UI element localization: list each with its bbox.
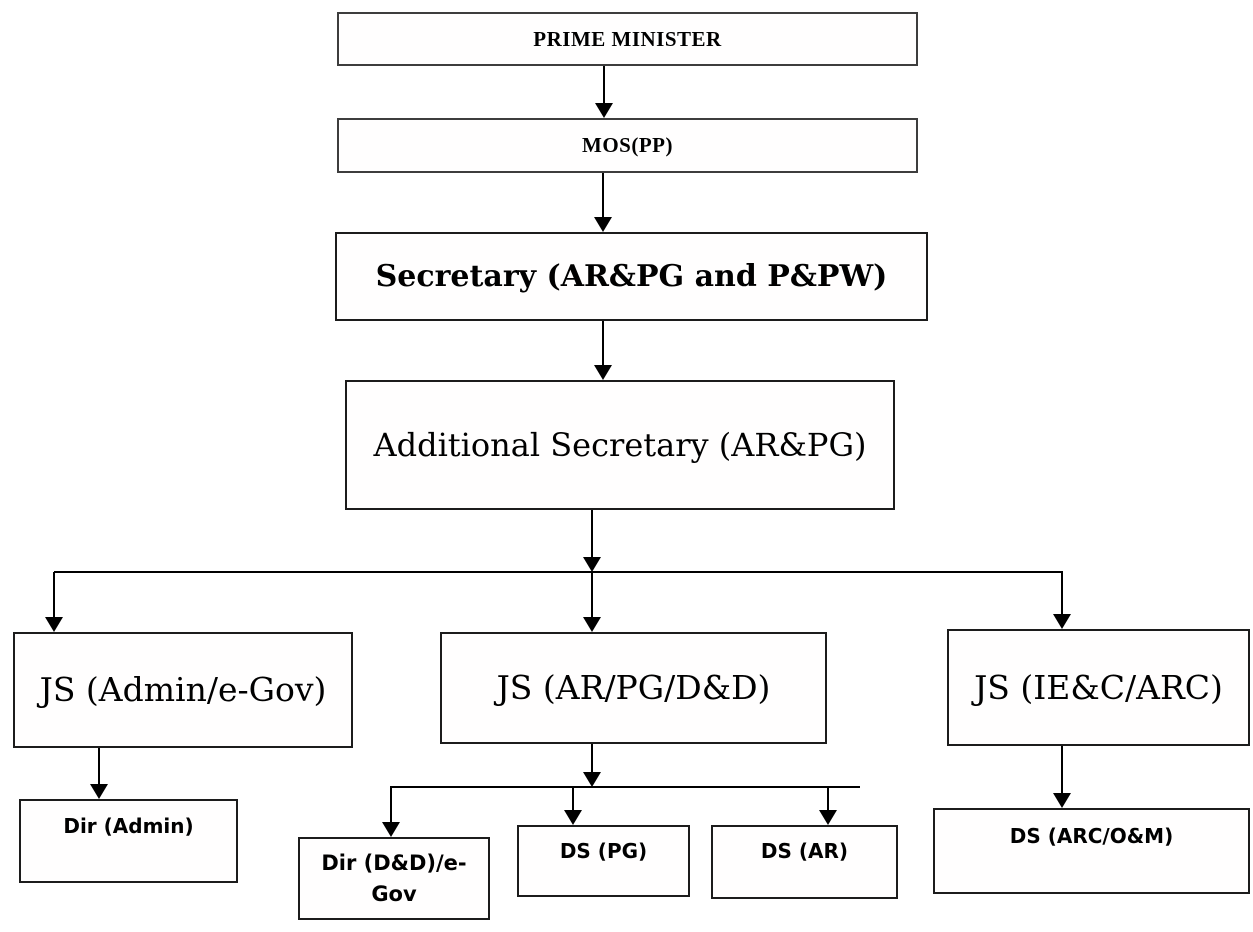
- connector-split-js-iec-line: [1061, 572, 1063, 616]
- node-js-iec-arc-label: JS (IE&C/ARC): [974, 667, 1223, 707]
- node-mos-pp: MOS(PP): [337, 118, 918, 173]
- connector-jsarpgdd-split-arrowhead: [583, 772, 601, 787]
- connector-pm-mos-line: [603, 66, 605, 104]
- connector-split-js-arpgdd-arrowhead: [583, 617, 601, 632]
- node-ds-arc-om: DS (ARC/O&M): [933, 808, 1250, 894]
- connector-mos-secretary-line: [602, 173, 604, 219]
- connector-secretary-addsec-line: [602, 321, 604, 367]
- connector-split-js-arpgdd-line: [591, 572, 593, 619]
- connector-jsarpgdd-split-line: [591, 744, 593, 774]
- connector-addsec-split-line: [591, 510, 593, 558]
- connector-split-dsar-line: [827, 787, 829, 812]
- node-js-admin-egov: JS (Admin/e-Gov): [13, 632, 353, 748]
- split-bar-jsarpgdd: [390, 786, 860, 788]
- node-additional-secretary-arpg: Additional Secretary (AR&PG): [345, 380, 895, 510]
- node-ds-pg-label: DS (PG): [559, 839, 648, 863]
- connector-pm-mos-arrowhead: [595, 103, 613, 118]
- node-ds-arc-om-label: DS (ARC/O&M): [1009, 824, 1174, 848]
- connector-jsiec-dsarc-line: [1061, 746, 1063, 795]
- connector-split-dsar-arrowhead: [819, 810, 837, 825]
- node-dir-dd-egov-label: Dir (D&D)/e-Gov: [321, 851, 467, 906]
- node-ds-ar: DS (AR): [711, 825, 898, 899]
- node-mos-pp-label: MOS(PP): [582, 133, 673, 158]
- node-prime-minister-label: PRIME MINISTER: [533, 26, 722, 51]
- node-ds-ar-label: DS (AR): [760, 839, 849, 863]
- connector-split-js-admin-line: [53, 572, 55, 619]
- node-dir-admin: Dir (Admin): [19, 799, 238, 883]
- node-js-ar-pg-dd: JS (AR/PG/D&D): [440, 632, 827, 744]
- node-js-ar-pg-dd-label: JS (AR/PG/D&D): [496, 668, 771, 708]
- connector-addsec-split-arrowhead: [583, 557, 601, 572]
- connector-mos-secretary-arrowhead: [594, 217, 612, 232]
- connector-jsiec-dsarc-arrowhead: [1053, 793, 1071, 808]
- node-secretary-label: Secretary (AR&PG and P&PW): [375, 258, 888, 294]
- node-js-iec-arc: JS (IE&C/ARC): [947, 629, 1250, 746]
- connector-secretary-addsec-arrowhead: [594, 365, 612, 380]
- connector-split-js-admin-arrowhead: [45, 617, 63, 632]
- node-ds-pg: DS (PG): [517, 825, 690, 897]
- connector-split-dirdd-line: [390, 787, 392, 824]
- connector-jsadmin-diradmin-arrowhead: [90, 784, 108, 799]
- connector-split-dirdd-arrowhead: [382, 822, 400, 837]
- node-dir-admin-label: Dir (Admin): [63, 814, 194, 838]
- connector-split-dspg-arrowhead: [564, 810, 582, 825]
- connector-split-dspg-line: [572, 787, 574, 812]
- split-bar-level5: [54, 571, 1063, 573]
- connector-split-js-iec-arrowhead: [1053, 614, 1071, 629]
- node-secretary-arpg-ppw: Secretary (AR&PG and P&PW): [335, 232, 928, 321]
- node-dir-dd-egov: Dir (D&D)/e-Gov: [298, 837, 490, 920]
- node-additional-secretary-label: Additional Secretary (AR&PG): [373, 426, 867, 464]
- node-prime-minister: PRIME MINISTER: [337, 12, 918, 66]
- node-js-admin-egov-label: JS (Admin/e-Gov): [39, 670, 327, 710]
- connector-jsadmin-diradmin-line: [98, 748, 100, 786]
